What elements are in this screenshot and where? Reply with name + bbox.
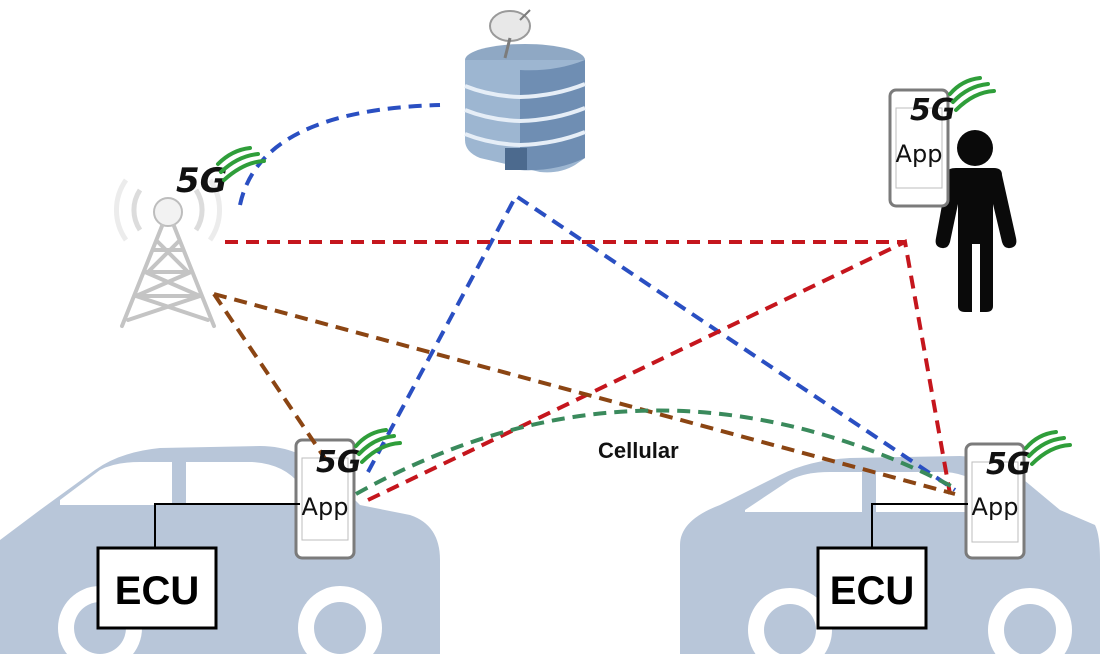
svg-text:5G: 5G (176, 161, 228, 201)
svg-text:5G: 5G (910, 93, 956, 128)
cell-tower-icon (114, 178, 222, 328)
person-vehicle-link (367, 239, 952, 502)
person-app-label: App (896, 140, 943, 168)
left-car-icon (0, 446, 440, 654)
person-phone-smartphone-icon (888, 88, 950, 208)
person-icon (935, 130, 1017, 312)
tower-5g-badge: 5G (176, 146, 266, 201)
right-phone-signal-icon (1024, 430, 1072, 466)
left-car-phone-smartphone-icon (294, 438, 356, 560)
left-phone-5g-badge: 5G (316, 428, 402, 480)
svg-text:5G: 5G (986, 447, 1032, 482)
left-car-app-label: App (302, 493, 349, 521)
tower-left-phone-link (212, 292, 328, 462)
svg-text:5G: 5G (316, 445, 362, 480)
right-ecu-label: ECU (830, 569, 914, 613)
tower-right-phone-link (213, 292, 956, 496)
right-phone-5g-badge: 5G (986, 430, 1072, 482)
person-5g-badge: 5G (910, 76, 996, 128)
cellular-link (355, 408, 956, 496)
right-car-phone-smartphone-icon (964, 442, 1026, 560)
tower-server-link (238, 103, 441, 206)
server-building-icon (464, 9, 586, 173)
tower-signal-icon (216, 146, 266, 182)
left-ecu-label: ECU (115, 569, 199, 613)
right-ecu-wire (871, 503, 968, 548)
left-ecu-box (96, 546, 218, 630)
cellular-label: Cellular (598, 438, 679, 463)
person-signal-icon (948, 76, 996, 112)
right-ecu-box (816, 546, 928, 630)
right-car-app-label: App (972, 493, 1019, 521)
left-phone-signal-icon (354, 428, 402, 464)
left-ecu-wire (154, 503, 300, 548)
